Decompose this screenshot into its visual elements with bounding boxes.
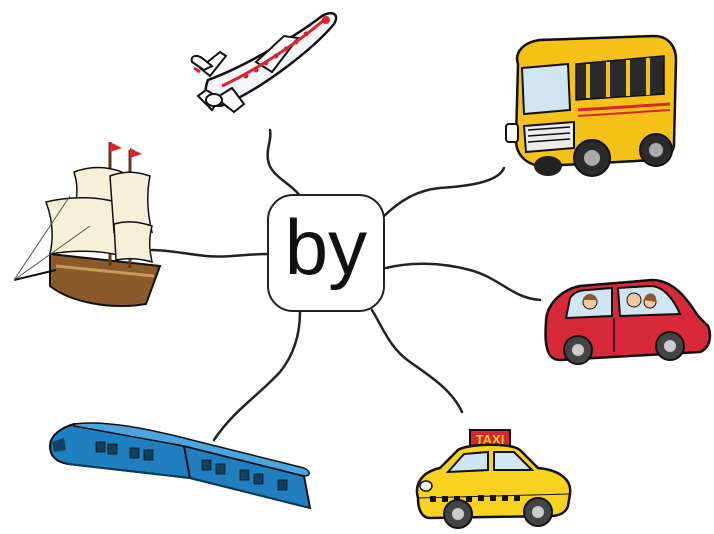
connectors [150, 128, 542, 442]
connector-ship [150, 248, 270, 258]
connector-airplane [266, 128, 302, 198]
connector-taxi [370, 308, 464, 414]
train-icon [48, 422, 312, 510]
airplane-icon [190, 12, 338, 114]
taxi-icon: TAXI [415, 429, 572, 529]
car-icon [544, 278, 712, 365]
connector-bus [380, 166, 506, 220]
ship-icon [13, 142, 162, 307]
center-word-box: by [267, 194, 385, 312]
connector-car [384, 262, 542, 302]
center-word: by [284, 203, 368, 291]
bus-icon [505, 34, 678, 177]
connector-train [212, 310, 302, 442]
taxi-sign-label: TAXI [476, 432, 505, 447]
